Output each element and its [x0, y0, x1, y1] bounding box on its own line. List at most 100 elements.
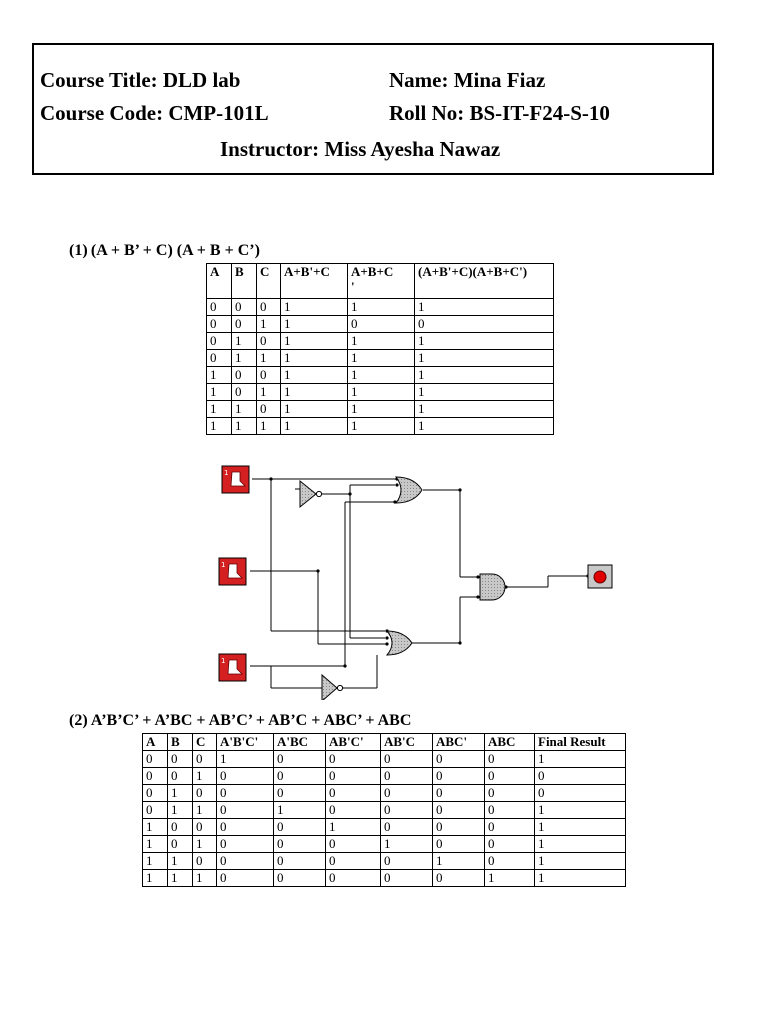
table-cell: 1	[206, 400, 232, 418]
table-cell: 0	[432, 869, 485, 887]
q2-expression: (2) A’B’C’ + A’BC + AB’C’ + AB’C + ABC’ …	[69, 712, 412, 729]
table-cell: 0	[380, 869, 433, 887]
input-switch-c[interactable]: 1	[218, 653, 247, 682]
table-cell: 1	[534, 818, 626, 836]
q1-column-header: A+B+C '	[347, 263, 415, 299]
table-cell: 0	[216, 852, 274, 870]
table-cell: 1	[231, 417, 257, 435]
table-cell: 1	[256, 417, 281, 435]
q2-column-header: AB'C'	[325, 733, 381, 751]
table-cell: 0	[380, 852, 433, 870]
q1-column-header: B	[231, 263, 257, 299]
table-cell: 1	[347, 298, 415, 316]
q2-column-header: ABC'	[432, 733, 485, 751]
table-cell: 0	[167, 767, 193, 785]
table-cell: 0	[216, 784, 274, 802]
table-cell: 0	[231, 366, 257, 384]
table-cell: 1	[206, 366, 232, 384]
table-cell: 0	[534, 784, 626, 802]
table-cell: 1	[256, 383, 281, 401]
table-cell: 1	[256, 315, 281, 333]
table-cell: 1	[280, 383, 348, 401]
q2-column-header: A	[142, 733, 168, 751]
table-cell: 1	[142, 818, 168, 836]
table-cell: 0	[142, 784, 168, 802]
table-cell: 1	[347, 332, 415, 350]
table-cell: 1	[534, 750, 626, 768]
q1-expression: (1) (A + B’ + C) (A + B + C’)	[69, 242, 260, 259]
table-cell: 0	[347, 315, 415, 333]
table-cell: 1	[280, 315, 348, 333]
table-cell: 1	[167, 801, 193, 819]
table-cell: 0	[273, 784, 326, 802]
table-cell: 1	[414, 400, 554, 418]
input-switch-b[interactable]: 1	[218, 557, 247, 586]
logic-circuit-diagram: 1 1 1	[218, 465, 613, 700]
q2-column-header: A'BC	[273, 733, 326, 751]
table-cell: 0	[256, 332, 281, 350]
table-cell: 0	[206, 315, 232, 333]
table-cell: 0	[432, 767, 485, 785]
table-cell: 0	[273, 750, 326, 768]
table-cell: 0	[484, 784, 535, 802]
table-cell: 1	[231, 332, 257, 350]
table-cell: 1	[231, 349, 257, 367]
table-cell: 1	[414, 366, 554, 384]
table-cell: 1	[280, 417, 348, 435]
table-cell: 0	[192, 852, 217, 870]
table-cell: 1	[256, 349, 281, 367]
table-cell: 1	[216, 750, 274, 768]
input-switch-a[interactable]: 1	[221, 465, 250, 494]
table-cell: 1	[347, 417, 415, 435]
svg-text:1: 1	[221, 561, 225, 569]
table-cell: 0	[325, 767, 381, 785]
table-cell: 1	[142, 869, 168, 887]
table-cell: 1	[167, 852, 193, 870]
table-cell: 1	[347, 400, 415, 418]
table-cell: 0	[484, 835, 535, 853]
table-cell: 1	[192, 801, 217, 819]
table-cell: 0	[216, 818, 274, 836]
table-cell: 0	[256, 298, 281, 316]
table-cell: 0	[216, 767, 274, 785]
q1-column-header: (A+B'+C)(A+B+C')	[414, 263, 554, 299]
table-cell: 1	[206, 383, 232, 401]
table-cell: 1	[325, 818, 381, 836]
table-cell: 1	[142, 835, 168, 853]
table-cell: 0	[484, 852, 535, 870]
table-cell: 0	[484, 750, 535, 768]
table-cell: 0	[380, 784, 433, 802]
table-cell: 0	[484, 767, 535, 785]
not-gate-b	[299, 479, 323, 509]
svg-text:1: 1	[224, 469, 228, 477]
table-cell: 0	[206, 298, 232, 316]
table-cell: 0	[380, 750, 433, 768]
q1-column-header: A+B'+C	[280, 263, 348, 299]
table-cell: 0	[216, 835, 274, 853]
table-cell: 0	[206, 349, 232, 367]
table-cell: 0	[167, 818, 193, 836]
table-cell: 0	[231, 298, 257, 316]
table-cell: 0	[273, 767, 326, 785]
table-cell: 0	[414, 315, 554, 333]
table-cell: 1	[414, 298, 554, 316]
table-cell: 0	[432, 818, 485, 836]
q2-column-header: C	[192, 733, 217, 751]
table-cell: 1	[347, 383, 415, 401]
table-cell: 0	[273, 835, 326, 853]
roll-number: Roll No: BS-IT-F24-S-10	[389, 101, 610, 125]
table-cell: 0	[216, 801, 274, 819]
table-cell: 0	[273, 818, 326, 836]
table-cell: 1	[231, 400, 257, 418]
table-cell: 1	[534, 852, 626, 870]
table-cell: 1	[347, 349, 415, 367]
